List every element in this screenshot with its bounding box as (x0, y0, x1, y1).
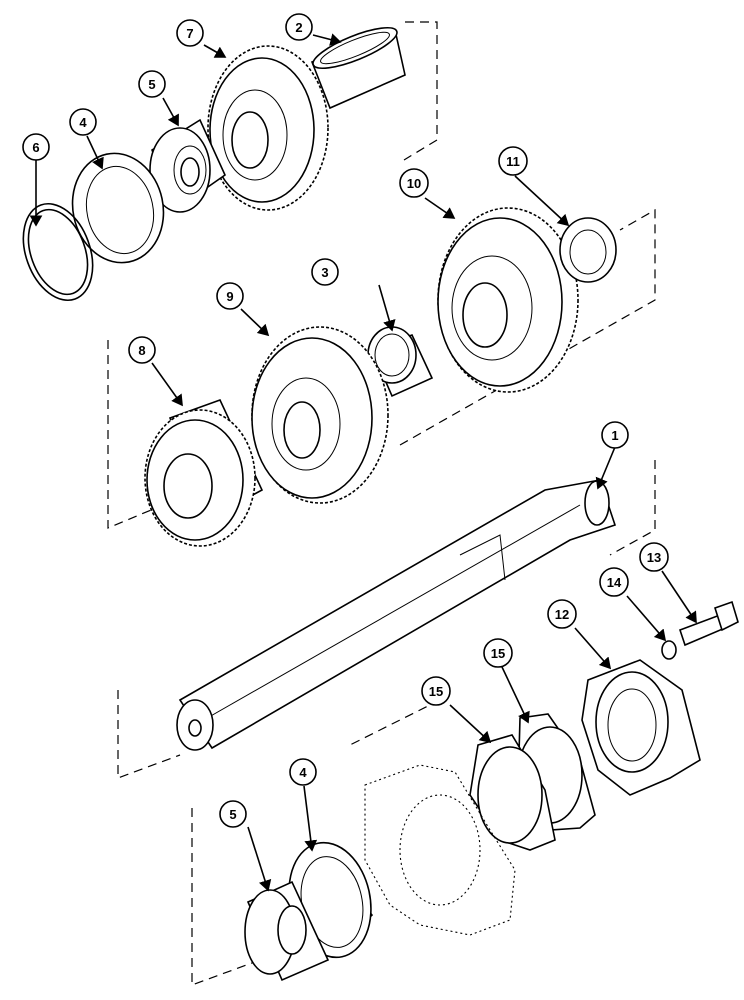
bearing-5-bottom (244, 880, 330, 982)
callout-15-upper: 15 (483, 638, 513, 668)
callout-8: 8 (128, 336, 156, 364)
callout-label: 4 (299, 765, 307, 780)
upper-group-boundary (403, 21, 438, 161)
snap-ring-6 (22, 202, 94, 302)
callout-label: 11 (506, 154, 520, 169)
callout-label: 3 (321, 265, 328, 280)
callout-label: 10 (407, 176, 421, 191)
callout-2: 2 (285, 13, 313, 41)
callout-label: 15 (429, 684, 443, 699)
callout-label: 4 (79, 115, 87, 130)
callout-7: 7 (176, 19, 204, 47)
callout-14: 14 (599, 567, 629, 597)
callout-label: 5 (148, 77, 155, 92)
callout-label: 5 (229, 807, 236, 822)
callout-label: 13 (647, 550, 661, 565)
callout-3: 3 (311, 258, 339, 286)
callout-label: 14 (607, 575, 622, 590)
callout-label: 12 (555, 607, 569, 622)
gear-7 (207, 45, 329, 211)
callout-5-top: 5 (138, 70, 166, 98)
gasket-15-front (469, 734, 556, 851)
callout-4-bottom: 4 (289, 758, 317, 786)
callout-9: 9 (216, 282, 244, 310)
leader-lines (29, 33, 697, 892)
callout-label: 2 (295, 20, 302, 35)
callout-5-bottom: 5 (219, 800, 247, 828)
callout-4-top: 4 (69, 108, 97, 136)
callout-12: 12 (547, 599, 577, 629)
thrust-washer-11 (559, 217, 617, 283)
sleeve-part (310, 27, 406, 110)
callout-13: 13 (639, 542, 669, 572)
callout-1: 1 (601, 421, 629, 449)
spacer-3 (367, 326, 434, 398)
callout-label: 1 (611, 428, 618, 443)
callout-label: 15 (491, 646, 505, 661)
lower-group-boundary (191, 699, 441, 986)
callout-label: 7 (186, 26, 193, 41)
callout-6: 6 (22, 133, 50, 161)
callout-label: 6 (32, 140, 39, 155)
gear-9 (251, 326, 389, 504)
gear-10 (437, 207, 579, 393)
shaft-1 (176, 479, 617, 751)
callout-11: 11 (498, 146, 528, 176)
housing-outline (364, 764, 516, 936)
callout-label: 8 (138, 343, 145, 358)
bearing-cup-4-top (71, 152, 165, 264)
gear-8 (144, 398, 264, 547)
bolt-13 (678, 600, 739, 647)
lock-washer-14 (661, 640, 677, 660)
middle-group-boundary (107, 208, 656, 529)
shaft-group-boundary (117, 460, 656, 779)
retainer-12 (581, 659, 701, 796)
callout-10: 10 (399, 168, 429, 198)
bearing-5-top (149, 118, 227, 213)
callout-label: 9 (226, 289, 233, 304)
callout-15-lower: 15 (421, 676, 451, 706)
